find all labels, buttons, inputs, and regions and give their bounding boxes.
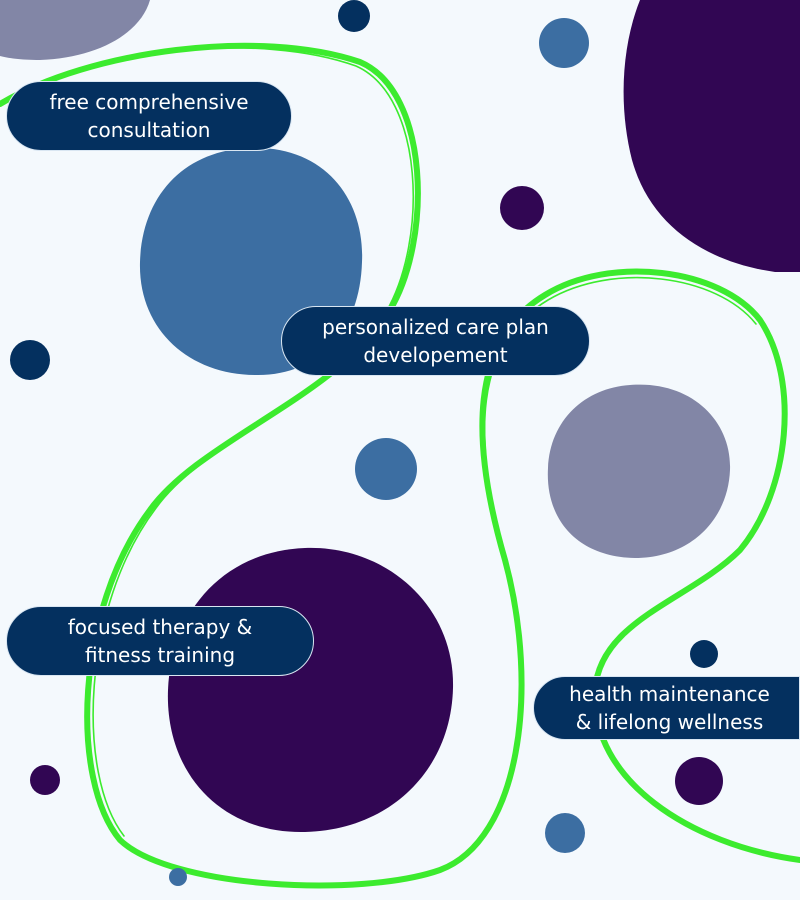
- step-1-line-1: free comprehensive: [49, 90, 249, 114]
- dot-blue-1: [539, 18, 589, 68]
- dot-purple-2: [30, 765, 60, 795]
- blob-slate-top-left: [0, 0, 150, 60]
- step-3-label: focused therapy & fitness training: [6, 606, 314, 676]
- dot-navy-2: [10, 340, 50, 380]
- step-4-label: health maintenance & lifelong wellness: [533, 676, 800, 740]
- dot-blue-4: [169, 868, 187, 886]
- step-3-line-1: focused therapy &: [67, 615, 253, 639]
- dot-purple-3: [675, 757, 723, 805]
- dot-blue-3: [545, 813, 585, 853]
- step-4-line-1: health maintenance: [569, 682, 770, 706]
- step-1-label: free comprehensive consultation: [6, 81, 292, 151]
- dot-navy-3: [690, 640, 718, 668]
- blob-purple-top-right: [623, 0, 800, 272]
- dot-blue-2: [355, 438, 417, 500]
- blob-purple-large: [167, 547, 454, 833]
- dot-navy-1: [338, 0, 370, 32]
- step-3-line-2: fitness training: [84, 643, 236, 667]
- step-2-line-2: developement: [363, 343, 508, 367]
- blob-slate-right: [547, 384, 731, 558]
- step-2-label: personalized care plan developement: [281, 306, 590, 376]
- dot-purple-1: [500, 186, 544, 230]
- step-1-line-2: consultation: [87, 118, 211, 142]
- step-4-line-2: & lifelong wellness: [575, 710, 764, 734]
- step-2-line-1: personalized care plan: [322, 315, 549, 339]
